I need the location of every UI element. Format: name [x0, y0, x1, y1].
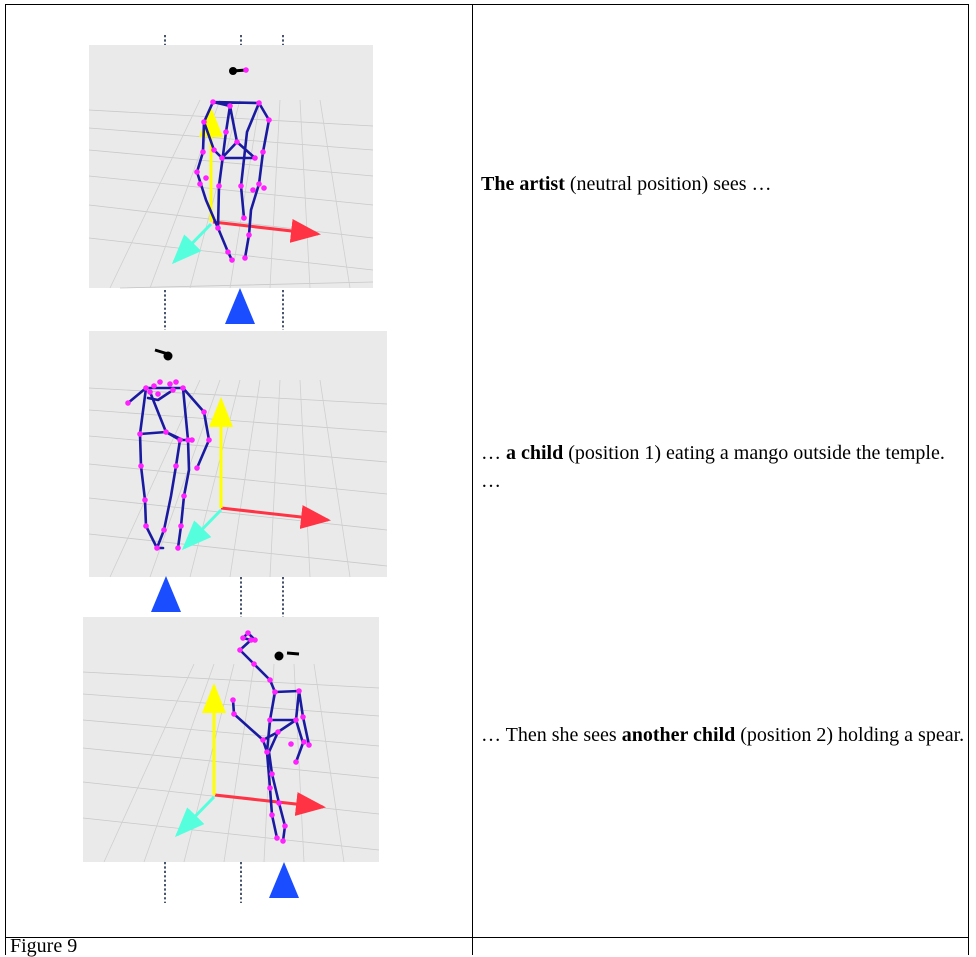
x-axis-icon [214, 792, 326, 816]
pose-skeleton-icon [230, 630, 312, 844]
x-axis-icon [220, 505, 331, 529]
table-row-divider [5, 937, 969, 938]
row-2-rest: (position 1) eating a mango outside the … [481, 442, 945, 492]
pose-panel-position-2 [82, 617, 380, 898]
row-1-description: The artist (neutral position) sees … [481, 170, 966, 198]
table-column-divider [472, 4, 473, 955]
row-2-prefix: … [481, 442, 506, 464]
dashed-guides [164, 35, 284, 903]
row-3-rest: (position 2) holding a spear. [735, 724, 965, 746]
row-3-description: … Then she sees another child (position … [481, 721, 966, 749]
row-2-bold: a child [506, 442, 564, 464]
z-axis-icon [171, 222, 213, 265]
figure-caption: Figure 9 [10, 935, 78, 957]
row-1-rest: (neutral position) sees … [564, 173, 772, 195]
figure-table [5, 4, 969, 955]
z-axis-icon [174, 795, 216, 838]
x-axis-icon [212, 219, 321, 243]
row-3-prefix: … Then she sees [481, 724, 622, 746]
pose-figure-column [82, 35, 388, 903]
pose-skeleton-icon [194, 67, 272, 263]
row-2-description: … a child (position 1) eating a mango ou… [481, 439, 966, 495]
pose-panel-position-1 [88, 331, 388, 612]
pose-panel-neutral [88, 45, 374, 324]
row-1-bold: The artist [481, 173, 565, 195]
pose-skeleton-icon [125, 348, 212, 551]
row-3-bold: another child [621, 724, 736, 746]
z-axis-icon [181, 508, 223, 551]
